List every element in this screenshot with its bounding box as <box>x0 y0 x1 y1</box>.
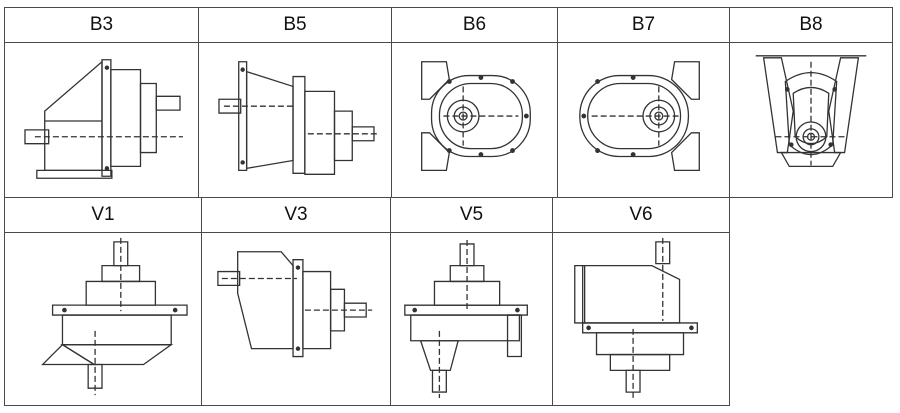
mounting-cell-b5: B5 <box>198 7 392 198</box>
mounting-cell-b8: B8 <box>729 7 893 198</box>
mounting-label-b6: B6 <box>392 8 557 43</box>
gearbox-vertical-shaft-up-icon <box>553 232 729 405</box>
mounting-cell-v1: V1 <box>4 197 202 406</box>
gearbox-vertical-shaft-down-icon <box>391 232 552 405</box>
mounting-cell-v5: V5 <box>390 197 553 406</box>
mounting-label-b8: B8 <box>730 8 892 43</box>
gearbox-vertical-shaft-down-icon <box>5 232 201 405</box>
gearbox-horizontal-foot-mounted-icon <box>5 42 198 197</box>
gearbox-wall-mounted-front-view-icon <box>392 42 557 197</box>
mounting-label-b7: B7 <box>558 8 729 43</box>
mounting-cell-b6: B6 <box>391 7 558 198</box>
mounting-cell-v3: V3 <box>201 197 391 406</box>
mounting-label-v1: V1 <box>5 198 201 233</box>
mounting-label-v6: V6 <box>553 198 729 233</box>
mounting-cell-b3: B3 <box>4 7 199 198</box>
mounting-label-b5: B5 <box>199 8 391 43</box>
mounting-cell-b7: B7 <box>557 7 730 198</box>
mounting-label-b3: B3 <box>5 8 198 43</box>
gearbox-ceiling-mounted-front-view-icon <box>730 42 892 197</box>
gearbox-wall-mounted-front-view-icon <box>558 42 729 197</box>
mounting-label-v3: V3 <box>202 198 390 233</box>
mounting-cell-v6: V6 <box>552 197 730 406</box>
gearbox-horizontal-flange-mounted-icon <box>202 232 390 405</box>
gearbox-horizontal-flange-mounted-icon <box>199 42 391 197</box>
mounting-label-v5: V5 <box>391 198 552 233</box>
